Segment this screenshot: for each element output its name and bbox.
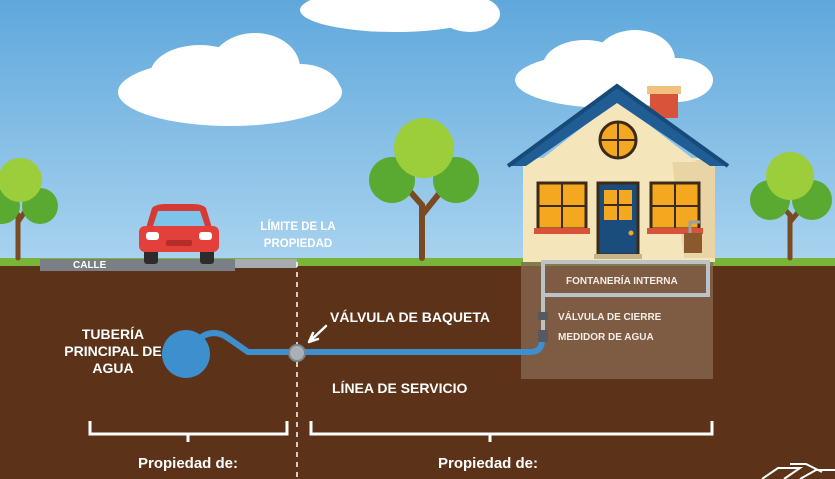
car-icon (139, 204, 219, 264)
cloud (300, 0, 500, 32)
property-limit-label: LÍMITE DE LA PROPIEDAD (260, 219, 335, 253)
grass-strip (0, 258, 835, 266)
house-foundation (521, 262, 713, 379)
water-main-label: TUBERÍA PRINCIPAL DE AGUA (64, 326, 162, 377)
city-property-label: Propiedad de: (137, 455, 239, 472)
internal-plumbing-label: FONTANERÍA INTERNA (566, 276, 678, 287)
water-main-label-line: TUBERÍA (81, 326, 145, 342)
house-icon (506, 83, 730, 262)
valve-icon (288, 344, 306, 362)
water-main-label-line: AGUA (92, 360, 134, 376)
owner-property-label: Propiedad de: (437, 455, 539, 472)
shutoff-valve-label: VÁLVULA DE CIERRE (558, 312, 662, 323)
logo-icon (761, 463, 835, 479)
water-meter-label: MEDIDOR DE AGUA (558, 332, 654, 343)
water-main-pipe (162, 330, 210, 378)
internal-plumbing (541, 260, 710, 342)
curb-valve-pointer (307, 324, 328, 344)
city-bracket (88, 421, 289, 442)
sidewalk (235, 259, 297, 268)
street (40, 259, 235, 271)
property-limit-label-line: LÍMITE DE LA (260, 221, 336, 233)
property-limit-label-line: PROPIEDAD (263, 238, 333, 250)
water-meter-icon (538, 330, 548, 342)
cloud (118, 33, 342, 126)
tree-icon (0, 158, 58, 261)
tree-icon (369, 118, 479, 261)
street-label: CALLE (73, 260, 107, 271)
curb-valve-label: VÁLVULA DE BAQUETA (330, 309, 490, 325)
service-line-pipe (183, 330, 545, 355)
tree-icon (750, 152, 832, 261)
owner-bracket (309, 421, 714, 442)
water-main-label-line: PRINCIPAL DE (64, 343, 162, 359)
valve-icon (538, 312, 548, 320)
service-line-label: LÍNEA DE SERVICIO (332, 380, 468, 396)
